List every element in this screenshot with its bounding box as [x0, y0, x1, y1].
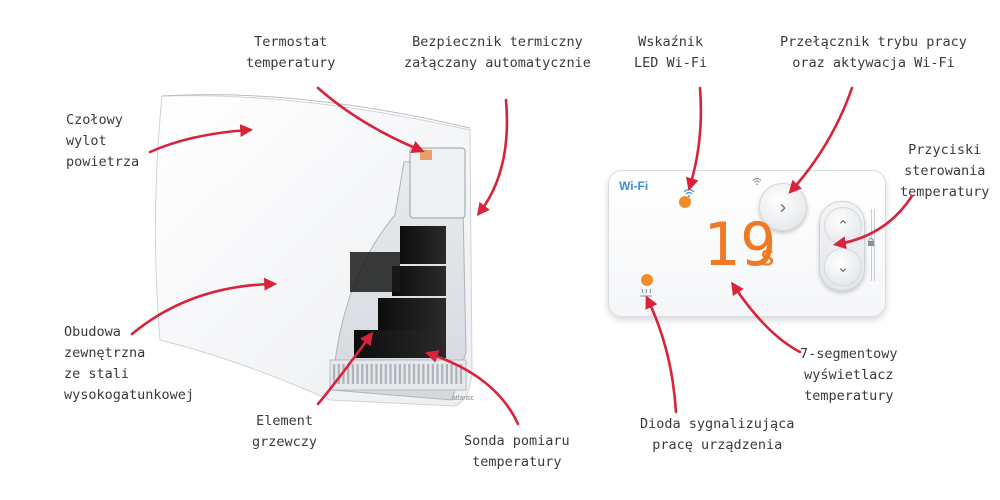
callout-line: temperatury	[472, 454, 562, 470]
grille-slot	[431, 364, 434, 384]
callout-line: temperatury	[804, 388, 894, 404]
callout-line: Przyciski	[908, 142, 982, 158]
grille-slot	[380, 364, 383, 384]
callout-line: sterowania	[904, 163, 986, 179]
grille-slot	[412, 364, 416, 384]
grille-slot	[333, 364, 336, 384]
callout-termostat: Termostat temperatury	[246, 32, 335, 74]
callout-line: Obudowa	[64, 324, 121, 340]
temperature-display-value: 19	[703, 210, 778, 280]
bottom-grille	[329, 359, 467, 391]
callout-line: pracę urządzenia	[652, 437, 783, 453]
temperature-down-button[interactable]: ⌄	[824, 248, 862, 286]
grille-slot	[422, 364, 425, 384]
heater-brand: atlantic	[452, 395, 475, 402]
control-panel: Wi-Fi › 19 s	[608, 170, 886, 317]
chevron-up-icon: ⌃	[836, 217, 850, 235]
callout-line: temperatury	[900, 184, 990, 200]
mode-wifi-icon	[752, 177, 762, 189]
grille-slot	[375, 364, 378, 384]
grille-slot	[408, 364, 411, 384]
callout-line: Termostat	[254, 34, 328, 50]
callout-line: Wskaźnik	[638, 34, 704, 50]
grille-slot	[342, 364, 345, 384]
callout-element: Element grzewczy	[252, 411, 317, 453]
grille-slot	[459, 364, 463, 384]
callout-line: Bezpiecznik termiczny	[412, 34, 583, 50]
grille-slot	[370, 364, 373, 384]
grille-slot	[436, 364, 439, 384]
grille-slot	[403, 364, 406, 384]
callout-line: wysokogatunkowej	[64, 387, 195, 403]
grille-slot	[441, 364, 444, 384]
callout-mode-switch: Przełącznik trybu pracy oraz aktywacja W…	[780, 32, 967, 74]
callout-line: załączany automatycznie	[404, 55, 591, 71]
wifi-led-indicator	[679, 196, 691, 208]
callout-line: zewnętrzna	[64, 345, 146, 361]
callout-line: wylot	[66, 133, 107, 149]
chevron-down-icon: ⌄	[836, 258, 850, 276]
grille-slot	[394, 364, 397, 384]
grille-slot	[347, 364, 350, 384]
callout-sonda: Sonda pomiaru temperatury	[464, 431, 570, 473]
callout-dioda: Dioda sygnalizująca pracę urządzenia	[640, 414, 794, 456]
callout-line: Czołowy	[66, 112, 123, 128]
grille-slot	[365, 364, 369, 384]
callout-wifi-led: Wskaźnik LED Wi-Fi	[634, 32, 707, 74]
grille-slot	[361, 364, 364, 384]
grille-base	[329, 359, 467, 391]
mode-switch-button[interactable]: ›	[759, 183, 807, 231]
lock-icon	[867, 237, 875, 250]
callout-line: powietrza	[66, 154, 140, 170]
grille-slot	[427, 364, 430, 384]
callout-line: Sonda pomiaru	[464, 433, 570, 449]
operation-led	[641, 274, 653, 286]
callout-line: oraz aktywacja Wi-Fi	[792, 55, 955, 71]
heating-icon	[640, 288, 652, 300]
callout-obudowa: Obudowa zewnętrzna ze stali wysokogatunk…	[64, 322, 194, 406]
callout-temp-buttons: Przyciski sterowania temperatury	[900, 140, 989, 203]
grille-slot	[351, 364, 354, 384]
callout-line: 7-segmentowy	[800, 346, 898, 362]
temperature-up-button[interactable]: ⌃	[824, 207, 862, 245]
callout-display: 7-segmentowy wyświetlacz temperatury	[800, 344, 898, 407]
callout-line: Przełącznik trybu pracy	[780, 34, 967, 50]
grille-slot	[450, 364, 453, 384]
callout-bezpiecznik: Bezpiecznik termiczny załączany automaty…	[404, 32, 591, 74]
heating-element	[350, 226, 446, 358]
callout-line: grzewczy	[252, 434, 318, 450]
heater-top-edge	[161, 94, 471, 129]
thermostat-module	[409, 147, 466, 219]
callout-czolowy: Czołowy wylot powietrza	[66, 110, 139, 173]
callout-line: LED Wi-Fi	[634, 55, 708, 71]
callout-line: Dioda sygnalizująca	[640, 416, 795, 432]
panel-wifi-label: Wi-Fi	[619, 179, 649, 193]
grille-slot	[337, 364, 340, 384]
callout-line: temperatury	[246, 55, 336, 71]
thermostat-knob	[420, 150, 432, 160]
grille-slot	[398, 364, 401, 384]
grille-slot	[389, 364, 392, 384]
temperature-display-unit: s	[759, 239, 776, 272]
grille-slot	[384, 364, 387, 384]
temperature-buttons: ⌃ ⌄	[819, 201, 865, 291]
callout-line: ze stali	[64, 366, 130, 382]
grille-slot	[356, 364, 359, 384]
grille-slot	[417, 364, 420, 384]
callout-line: wyświetlacz	[804, 367, 894, 383]
chevron-right-icon: ›	[779, 195, 787, 219]
grille-slot	[445, 364, 448, 384]
callout-line: Element	[256, 413, 313, 429]
grille-slot	[455, 364, 458, 384]
